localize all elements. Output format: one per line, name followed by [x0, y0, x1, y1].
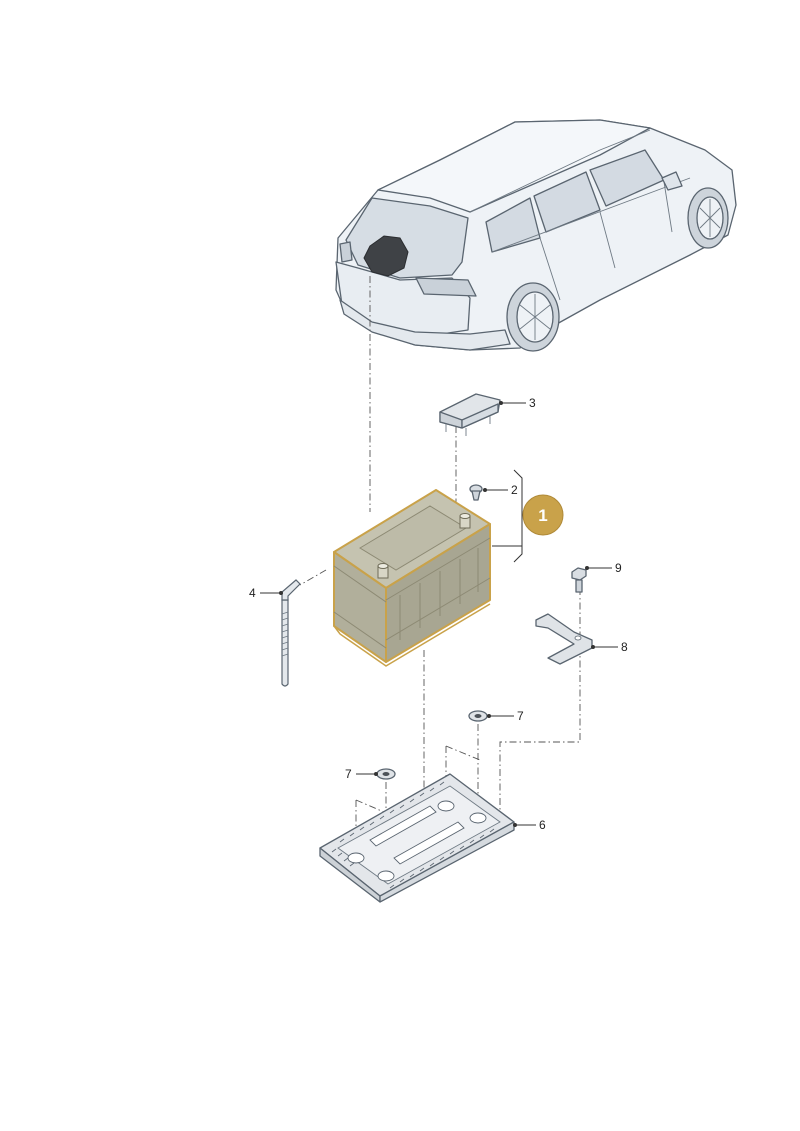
callout-4: 4 — [249, 586, 256, 600]
group-bracket — [492, 469, 523, 563]
battery-cover-illustration — [439, 393, 501, 436]
callout-3: 3 — [529, 396, 536, 410]
callout-leaders — [260, 401, 618, 827]
callout-7-upper: 7 — [517, 709, 524, 723]
callout-7-lower: 7 — [345, 767, 352, 781]
callout-labels: 3 2 4 9 8 7 7 6 — [249, 396, 628, 832]
callout-9: 9 — [615, 561, 622, 575]
bracket-illustration — [535, 613, 593, 665]
bolt-illustration — [571, 567, 587, 593]
nut-illustration — [376, 710, 488, 780]
callout-1: 1 — [538, 506, 547, 525]
screw-illustration — [469, 484, 483, 501]
callout-6: 6 — [539, 818, 546, 832]
battery-tray-illustration — [319, 773, 515, 903]
hold-down-rod-illustration — [281, 579, 301, 687]
assembly-guide-lines — [299, 276, 581, 858]
callout-2: 2 — [511, 483, 518, 497]
callout-1-badge[interactable]: 1 — [522, 494, 564, 536]
callout-8: 8 — [621, 640, 628, 654]
car-illustration — [335, 119, 737, 352]
battery-illustration — [333, 489, 491, 667]
